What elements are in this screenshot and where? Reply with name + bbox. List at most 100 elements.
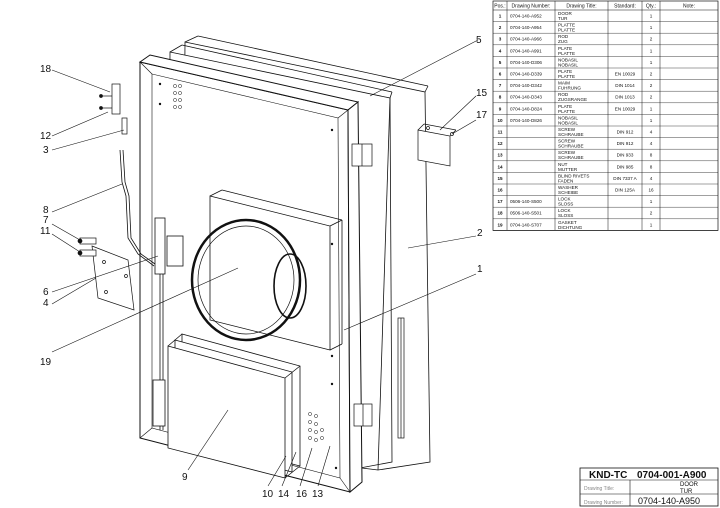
- callout-2: 2: [477, 228, 483, 239]
- table-cell-pos: 19: [497, 222, 503, 227]
- lower-insulation-box: [167, 333, 301, 479]
- table-cell-qty: 2: [650, 95, 653, 100]
- table-cell-title: ROD: [558, 34, 569, 39]
- drawing-title-line2: TUR: [680, 489, 693, 495]
- hinge-brackets: [351, 143, 405, 439]
- table-cell-title: DOOR: [558, 11, 572, 16]
- table-header: Pos.:: [494, 4, 505, 10]
- callout-9: 9: [182, 472, 188, 483]
- table-cell-title: PLATTE: [558, 51, 575, 56]
- table-cell-title: NOBASIL: [558, 120, 578, 125]
- table-header: Drawing Title:: [566, 4, 596, 10]
- parts-list-table: Pos.: Drawing Number: Drawing Title: Standa…: [492, 0, 719, 231]
- table-cell-title: SCREW: [558, 139, 576, 144]
- table-cell-number: 0704-140-D826: [510, 118, 542, 123]
- table-cell-title: LOCK: [558, 197, 571, 202]
- table-cell-pos: 17: [497, 199, 503, 204]
- table-cell-pos: 13: [497, 153, 503, 158]
- table-cell-title: SLOSS: [558, 213, 573, 218]
- table-cell-title: LOCK: [558, 208, 571, 213]
- table-cell-standard: DIN 1014: [615, 83, 635, 88]
- round-gasket: [190, 218, 307, 342]
- table-cell-number: 0704-140-A954: [510, 25, 542, 30]
- project-name: KND-TC: [589, 470, 627, 481]
- table-cell-qty: 4: [650, 130, 653, 135]
- table-cell-qty: 1: [650, 199, 653, 204]
- table-header: Standard:: [614, 4, 636, 10]
- table-cell-pos: 3: [499, 37, 502, 42]
- table-cell-qty: 1: [650, 25, 653, 30]
- hinge-plate-4: [91, 245, 135, 311]
- table-cell-title: SCHRAUBE: [558, 155, 584, 160]
- drawing-title-line1: DOOR: [680, 482, 699, 488]
- callout-16: 16: [296, 489, 308, 500]
- drawing-title-label: Drawing Title:: [584, 486, 614, 492]
- table-cell-qty: 4: [650, 141, 653, 146]
- callout-14: 14: [278, 489, 290, 500]
- table-cell-qty: 8: [650, 164, 653, 169]
- table-cell-number: 0704-140-A991: [510, 48, 542, 53]
- table-cell-standard: EN 10029: [615, 72, 636, 77]
- table-cell-title: NOBASIL: [558, 115, 578, 120]
- table-cell-title: PLATE: [558, 69, 572, 74]
- guide-7: [77, 237, 97, 257]
- table-cell-pos: 5: [499, 60, 502, 65]
- table-cell-pos: 10: [497, 118, 503, 123]
- table-cell-title: PLATTE: [558, 109, 575, 114]
- table-cell-title: MAIM: [558, 81, 570, 86]
- table-cell-title: SCREW: [558, 150, 576, 155]
- table-cell-number: 0506-140-S500: [510, 199, 542, 204]
- callout-12: 12: [40, 131, 52, 142]
- table-cell-standard: DIN 7337 A: [613, 176, 637, 181]
- table-cell-title: PLATE: [558, 46, 572, 51]
- callout-7: 7: [43, 215, 49, 226]
- table-cell-title: SCHRAUBE: [558, 132, 584, 137]
- table-cell-pos: 16: [497, 188, 503, 193]
- table-cell-number: 0704-140-D343: [510, 95, 542, 100]
- callout-17: 17: [476, 110, 488, 121]
- table-cell-pos: 15: [497, 176, 503, 181]
- table-cell-title: WASHER: [558, 185, 579, 190]
- table-cell-qty: 1: [650, 60, 653, 65]
- callout-4: 4: [43, 298, 49, 309]
- table-cell-title: ZUG: [558, 39, 568, 44]
- table-cell-title: FUHRUNG: [558, 86, 581, 91]
- callout-3: 3: [43, 145, 49, 156]
- table-cell-number: 0704-140-D824: [510, 106, 542, 111]
- table-cell-title: PLATTE: [558, 28, 575, 33]
- table-cell-number: 0506-140-S501: [510, 211, 542, 216]
- table-cell-pos: 11: [498, 130, 503, 135]
- table-cell-qty: 2: [650, 72, 653, 77]
- table-cell-number: 0704-140-D306: [510, 60, 542, 65]
- callout-1: 1: [477, 264, 483, 275]
- table-cell-pos: 1: [499, 14, 502, 19]
- callout-6: 6: [43, 287, 49, 298]
- table-header: Drawing Number:: [512, 4, 551, 10]
- table-cell-pos: 9: [499, 106, 502, 111]
- table-header: Note:: [683, 4, 695, 10]
- table-cell-standard: DIN 125A: [615, 188, 636, 193]
- drawing-number: 0704-140-A950: [638, 496, 700, 506]
- drawing-number-label: Drawing Number:: [584, 500, 623, 506]
- table-cell-standard: DIN 933: [617, 153, 634, 158]
- table-cell-number: 0704-140-D342: [510, 83, 542, 88]
- rod-assembly: [119, 149, 184, 430]
- table-cell-title: SLOSS: [558, 202, 573, 207]
- assembly-number: 0704-001-A900: [637, 470, 707, 481]
- table-cell-title: GASKET: [558, 220, 577, 225]
- table-cell-title: FADEN: [558, 178, 573, 183]
- table-cell-title: PLATE: [558, 104, 572, 109]
- table-cell-qty: 1: [650, 14, 653, 19]
- table-cell-qty: 1: [650, 222, 653, 227]
- table-cell-title: DICHTUNG: [558, 225, 583, 230]
- callout-labels: 18 12 3 8 7 11 6 4 19 9 10 14 16 13 5 15…: [40, 35, 488, 500]
- lower-box-holes: [308, 412, 324, 442]
- table-cell-title: ROD: [558, 92, 569, 97]
- table-cell-number: 0704-140-D339: [510, 72, 542, 77]
- table-cell-qty: 8: [650, 153, 653, 158]
- table-cell-pos: 7: [499, 83, 502, 88]
- table-cell-title: NOBASIL: [558, 57, 578, 62]
- table-cell-title: MUTTER: [558, 167, 578, 172]
- table-cell-qty: 2: [650, 211, 653, 216]
